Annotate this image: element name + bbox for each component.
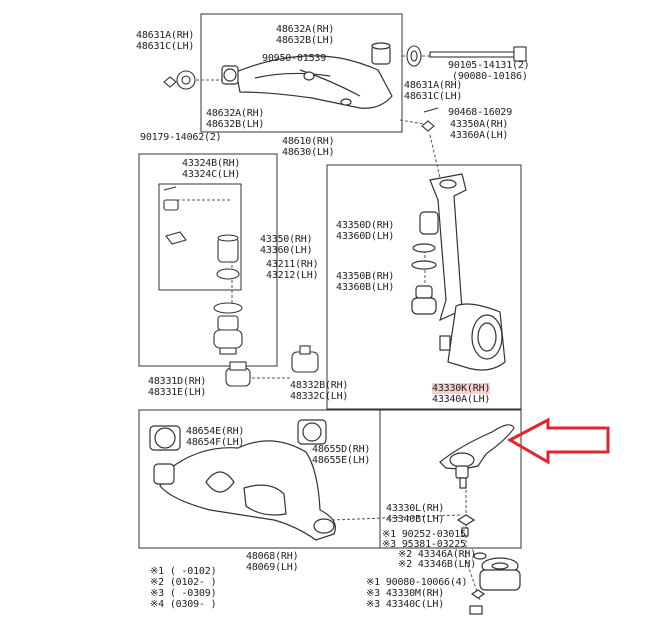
label-48332B: 48332B(RH) — [290, 380, 349, 391]
label-43324C: 43324C(LH) — [182, 169, 241, 180]
label-90950: 90950-01539 — [262, 53, 327, 64]
label-43360B: 43360B(LH) — [336, 282, 395, 293]
label-43350D: 43350D(RH) — [336, 220, 395, 231]
label-43330L: 43330L(RH) — [386, 503, 445, 514]
label-43350A: 43350A(RH) — [450, 119, 509, 130]
upper-arm-box — [200, 13, 403, 133]
label-90252: ※1 90252-03015 — [382, 529, 466, 540]
upper-arm-fasteners — [163, 45, 527, 132]
label-48332C: 48332C(LH) — [290, 391, 349, 402]
label-48632B-top: 48632B(LH) — [276, 35, 335, 46]
label-43340A: 43340A(LH) — [432, 394, 491, 405]
label-48632B-mid: 48632B(LH) — [206, 119, 265, 130]
label-43340B: 43340B(LH) — [386, 514, 445, 525]
label-48654E: 48654E(RH) — [186, 426, 245, 437]
lower-ball-joint-box — [379, 409, 522, 549]
upper-ball-joint-kit — [163, 186, 243, 355]
label-43211: 43211(RH) — [266, 259, 319, 270]
small-parts-inner-box — [158, 183, 242, 291]
label-43346A: ※2 43346A(RH) — [398, 549, 477, 560]
highlight-arrow — [506, 417, 610, 465]
label-95381: ※3 95381-03225 — [382, 539, 466, 550]
label-48630: 48630(LH) — [282, 147, 335, 158]
label-90080-10186: (90080-10186) — [452, 71, 528, 82]
label-48610: 48610(RH) — [282, 136, 335, 147]
legend-row-1: ※1 ( -0102) — [150, 566, 217, 577]
label-48331E: 48331E(LH) — [148, 387, 207, 398]
label-48631A: 48631A(RH) — [136, 30, 195, 41]
steering-knuckle — [411, 173, 506, 371]
label-48069: 48069(LH) — [246, 562, 299, 573]
label-90080-10066: ※1 90080-10066(4) — [366, 577, 468, 588]
upper-control-arm — [221, 42, 393, 109]
label-90468: 90468-16029 — [448, 107, 513, 118]
legend-row-3: ※3 ( -0309) — [150, 588, 217, 599]
label-43350: 43350(RH) — [260, 234, 313, 245]
legend-row-2: ※2 (0102- ) — [150, 577, 217, 588]
bump-stoppers — [225, 345, 319, 387]
label-43330K: 43330K(RH) — [432, 383, 491, 394]
legend-row-4: ※4 (0309- ) — [150, 599, 217, 610]
label-48331D: 48331D(RH) — [148, 376, 207, 387]
label-48631C-right: 48631C(LH) — [404, 91, 463, 102]
lower-ball-joint — [439, 424, 521, 615]
label-48632A-mid: 48632A(RH) — [206, 108, 265, 119]
label-43340C: ※3 43340C(LH) — [366, 599, 445, 610]
label-48068: 48068(RH) — [246, 551, 299, 562]
label-48655E: 48655E(LH) — [312, 455, 371, 466]
label-43324B: 43324B(RH) — [182, 158, 241, 169]
label-48631C: 48631C(LH) — [136, 41, 195, 52]
label-48631A-right: 48631A(RH) — [404, 80, 463, 91]
label-43212: 43212(LH) — [266, 270, 319, 281]
steering-knuckle-box — [326, 164, 522, 410]
label-43350B: 43350B(RH) — [336, 271, 395, 282]
lower-control-arm — [149, 419, 336, 541]
ball-joint-kit-box — [138, 153, 278, 367]
label-43360A: 43360A(LH) — [450, 130, 509, 141]
label-48654F: 48654F(LH) — [186, 437, 245, 448]
label-48655D: 48655D(RH) — [312, 444, 371, 455]
label-43330M: ※3 43330M(RH) — [366, 588, 445, 599]
label-43360D: 43360D(LH) — [336, 231, 395, 242]
label-90179: 90179-14062(2) — [140, 132, 222, 143]
label-90105: 90105-14131(2) — [448, 60, 530, 71]
label-48632A-top: 48632A(RH) — [276, 24, 335, 35]
label-43360: 43360(LH) — [260, 245, 313, 256]
label-43346B: ※2 43346B(LH) — [398, 559, 477, 570]
